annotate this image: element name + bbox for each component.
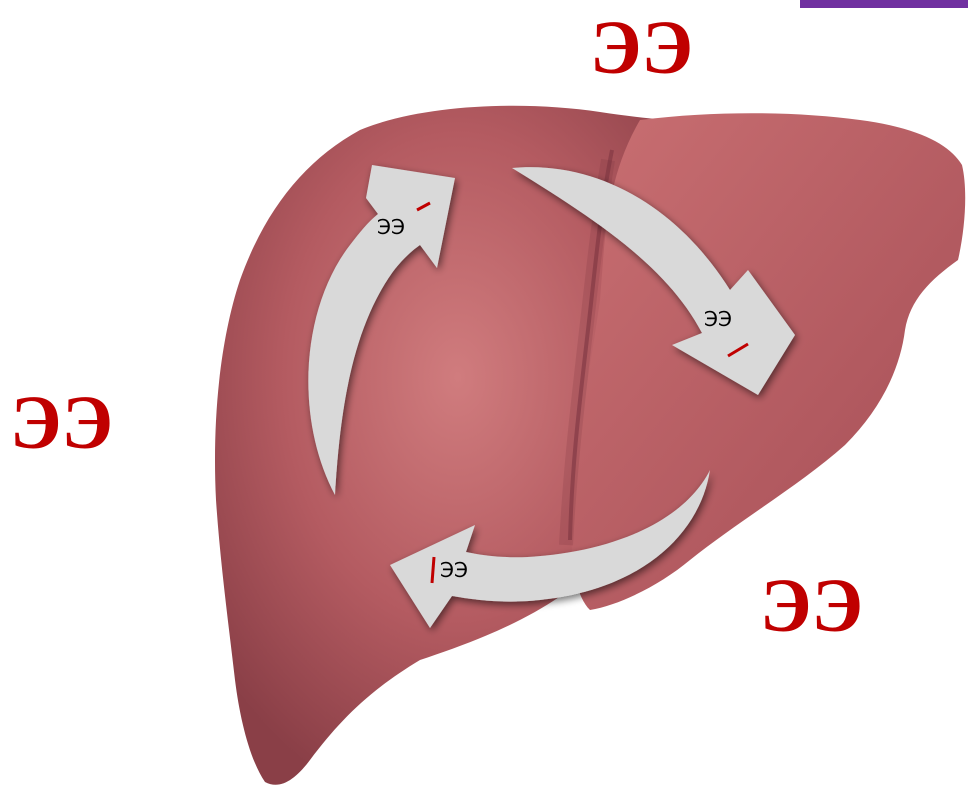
arrow-label-left-up: ЭЭ	[377, 215, 405, 239]
label-top: ЭЭ	[590, 10, 693, 86]
arrow-label-right-down: ЭЭ	[704, 307, 732, 331]
arrow-mark-bottom-left	[432, 557, 434, 583]
label-left: ЭЭ	[10, 385, 113, 461]
arrow-label-bottom-left: ЭЭ	[440, 558, 468, 582]
label-bottom-right: ЭЭ	[760, 568, 863, 644]
